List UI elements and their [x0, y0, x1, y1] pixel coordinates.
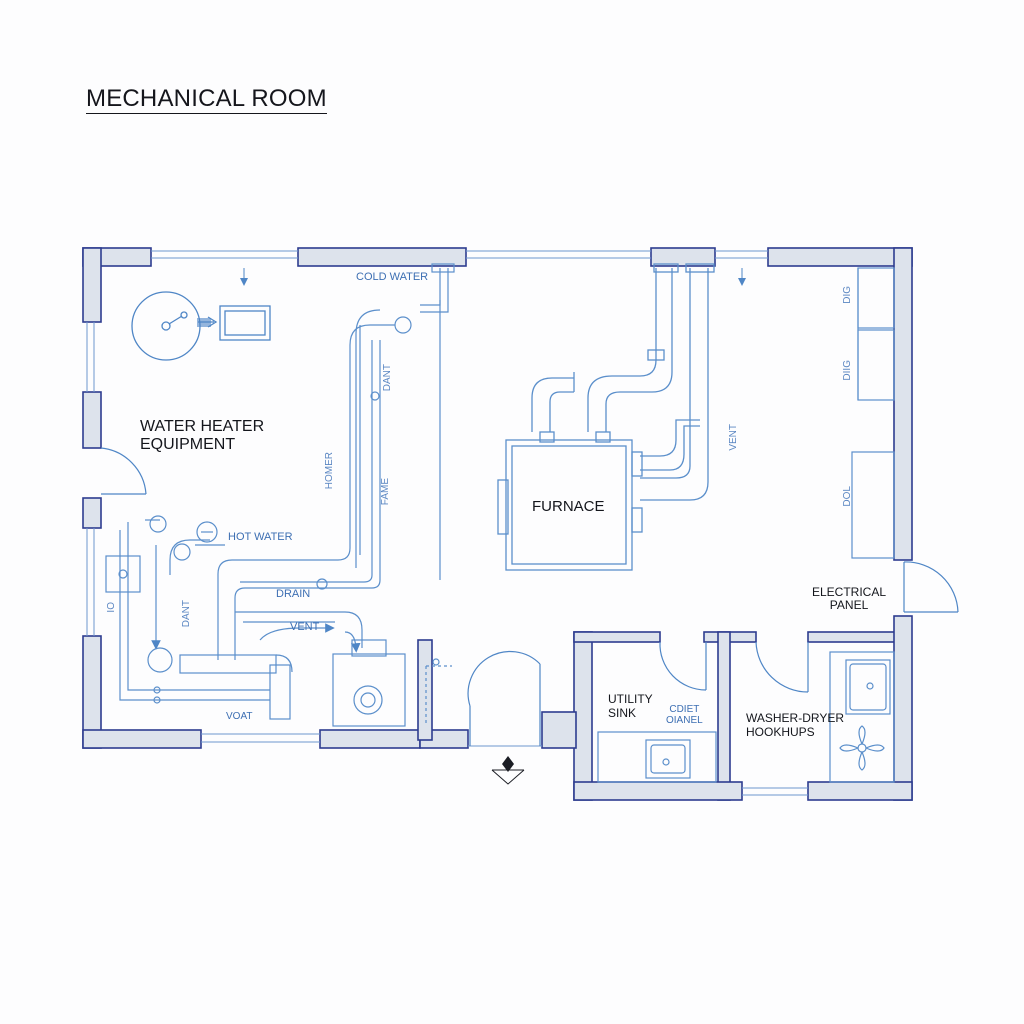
furnace-label: FURNACE [532, 498, 605, 515]
right-cabinets [851, 267, 895, 559]
windows [86, 250, 808, 796]
drain-label: DRAIN [276, 588, 311, 600]
hot-water-label: HOT WATER [228, 531, 293, 543]
vert-label-dn1: DANT [382, 364, 393, 392]
walls [82, 247, 913, 801]
vent-bottom-label: VOAT [226, 711, 253, 722]
vert-label-fame: FAME [380, 478, 391, 506]
fan-icon [839, 725, 885, 771]
furnace [497, 263, 715, 571]
vert-label-dn2: DANT [181, 600, 192, 628]
doors [100, 447, 959, 746]
vert-label-io: IO [106, 602, 117, 613]
water-piping [105, 263, 455, 727]
section-marker-icon [491, 756, 525, 785]
washer-dryer-label: WASHER-DRYER HOOKHUPS [746, 711, 845, 739]
washer-dryer [829, 651, 895, 783]
electrical-panel-label: ELECTRICAL PANEL [812, 585, 887, 612]
cold-water-label: COLD WATER [356, 271, 429, 283]
vert-label-home: HOMER [324, 452, 335, 490]
utility-sink-label: UTILITY SINK [608, 692, 653, 720]
water-heater-label: WATER HEATER EQUIPMENT [140, 418, 265, 453]
flow-arrows [240, 268, 746, 286]
page-title: MECHANICAL ROOM [86, 85, 327, 114]
vent-right-label: VENT [728, 424, 739, 451]
sink-icon [597, 731, 717, 783]
right-label-3: DOL [842, 486, 853, 507]
right-label-2: DIIG [842, 360, 853, 381]
right-label-1: DIG [842, 286, 853, 304]
closet-panel-label: CDIET OIANEL [666, 704, 703, 726]
vent-label: VENT [290, 621, 320, 633]
